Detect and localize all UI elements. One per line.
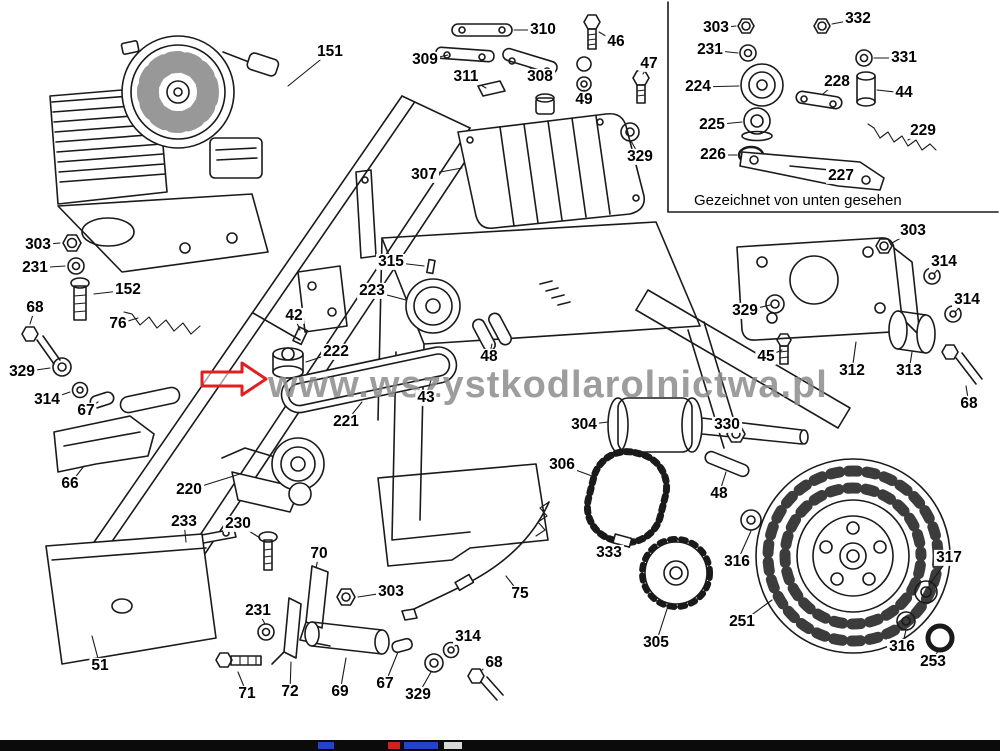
- part-label-317: 317: [934, 548, 964, 567]
- chain-sprocket-drawing: [583, 448, 713, 610]
- part-label-316: 316: [887, 637, 917, 656]
- part-label-68: 68: [958, 394, 980, 413]
- part-label-233: 233: [169, 512, 199, 531]
- part-label-228: 228: [822, 72, 852, 91]
- part-label-310: 310: [528, 20, 558, 39]
- part-label-231: 231: [20, 258, 50, 277]
- part-label-314: 314: [453, 627, 483, 646]
- part-label-329: 329: [7, 362, 37, 381]
- pulley-belt-drawing: [272, 258, 512, 414]
- part-label-253: 253: [918, 652, 948, 671]
- part-label-51: 51: [89, 656, 111, 675]
- part-label-303: 303: [376, 582, 406, 601]
- part-label-221: 221: [331, 412, 361, 431]
- part-label-66: 66: [59, 474, 81, 493]
- part-label-307: 307: [409, 165, 439, 184]
- left-hardware: [21, 234, 201, 473]
- part-label-306: 306: [547, 455, 577, 474]
- part-label-225: 225: [697, 115, 727, 134]
- top-link-hardware: [435, 14, 650, 142]
- part-label-69: 69: [329, 682, 351, 701]
- part-label-76: 76: [107, 314, 129, 333]
- part-label-224: 224: [683, 77, 713, 96]
- bottom-strip-decor: [444, 742, 462, 749]
- part-label-332: 332: [843, 9, 873, 28]
- part-label-308: 308: [525, 67, 555, 86]
- part-label-151: 151: [315, 42, 345, 61]
- part-label-314: 314: [32, 390, 62, 409]
- part-label-333: 333: [594, 543, 624, 562]
- part-label-251: 251: [727, 612, 757, 631]
- part-label-303: 303: [23, 235, 53, 254]
- part-label-314: 314: [929, 252, 959, 271]
- part-label-48: 48: [708, 484, 730, 503]
- part-label-303: 303: [898, 221, 928, 240]
- part-label-329: 329: [403, 685, 433, 704]
- bottom-strip: [0, 740, 1000, 751]
- part-label-231: 231: [243, 601, 273, 620]
- engine-drawing: [49, 35, 280, 273]
- part-label-67: 67: [374, 674, 396, 693]
- part-label-75: 75: [509, 584, 531, 603]
- part-label-222: 222: [321, 342, 351, 361]
- part-label-330: 330: [712, 415, 742, 434]
- part-label-71: 71: [236, 684, 258, 703]
- part-label-229: 229: [908, 121, 938, 140]
- part-label-303: 303: [701, 18, 731, 37]
- part-label-223: 223: [357, 281, 387, 300]
- part-label-309: 309: [410, 50, 440, 69]
- part-label-220: 220: [174, 480, 204, 499]
- part-label-227: 227: [826, 166, 856, 185]
- part-label-68: 68: [24, 298, 46, 317]
- part-label-315: 315: [376, 252, 406, 271]
- part-label-331: 331: [889, 48, 919, 67]
- part-label-43: 43: [415, 388, 437, 407]
- part-label-72: 72: [279, 682, 301, 701]
- transmission-drawing: [457, 93, 646, 230]
- part-label-44: 44: [893, 83, 915, 102]
- part-label-49: 49: [573, 90, 595, 109]
- part-label-312: 312: [837, 361, 867, 380]
- part-label-45: 45: [755, 347, 777, 366]
- part-label-231: 231: [695, 40, 725, 59]
- part-label-47: 47: [638, 54, 660, 73]
- clutch-drawing: [221, 437, 325, 513]
- rear-plate-hardware: [736, 237, 983, 385]
- part-label-305: 305: [641, 633, 671, 652]
- part-label-70: 70: [308, 544, 330, 563]
- part-label-329: 329: [730, 301, 760, 320]
- part-label-68: 68: [483, 653, 505, 672]
- part-label-304: 304: [569, 415, 599, 434]
- part-label-311: 311: [451, 67, 481, 86]
- bottom-strip-decor: [404, 742, 438, 749]
- part-label-152: 152: [113, 280, 143, 299]
- part-label-230: 230: [223, 514, 253, 533]
- bottom-strip-decor: [388, 742, 400, 749]
- bottom-strip-decor: [318, 742, 334, 749]
- part-label-314: 314: [952, 290, 982, 309]
- part-label-313: 313: [894, 361, 924, 380]
- side-panel-drawing: [45, 533, 217, 665]
- cable-drawing: [401, 501, 550, 621]
- part-label-316: 316: [722, 552, 752, 571]
- part-label-226: 226: [698, 145, 728, 164]
- axle-drawing: [607, 397, 809, 478]
- part-label-48: 48: [478, 347, 500, 366]
- part-label-67: 67: [75, 401, 97, 420]
- part-label-329: 329: [625, 147, 655, 166]
- part-label-46: 46: [605, 32, 627, 51]
- inset-caption: Gezeichnet von unten gesehen: [694, 192, 902, 209]
- bottom-hardware: [215, 597, 504, 701]
- part-label-42: 42: [283, 306, 305, 325]
